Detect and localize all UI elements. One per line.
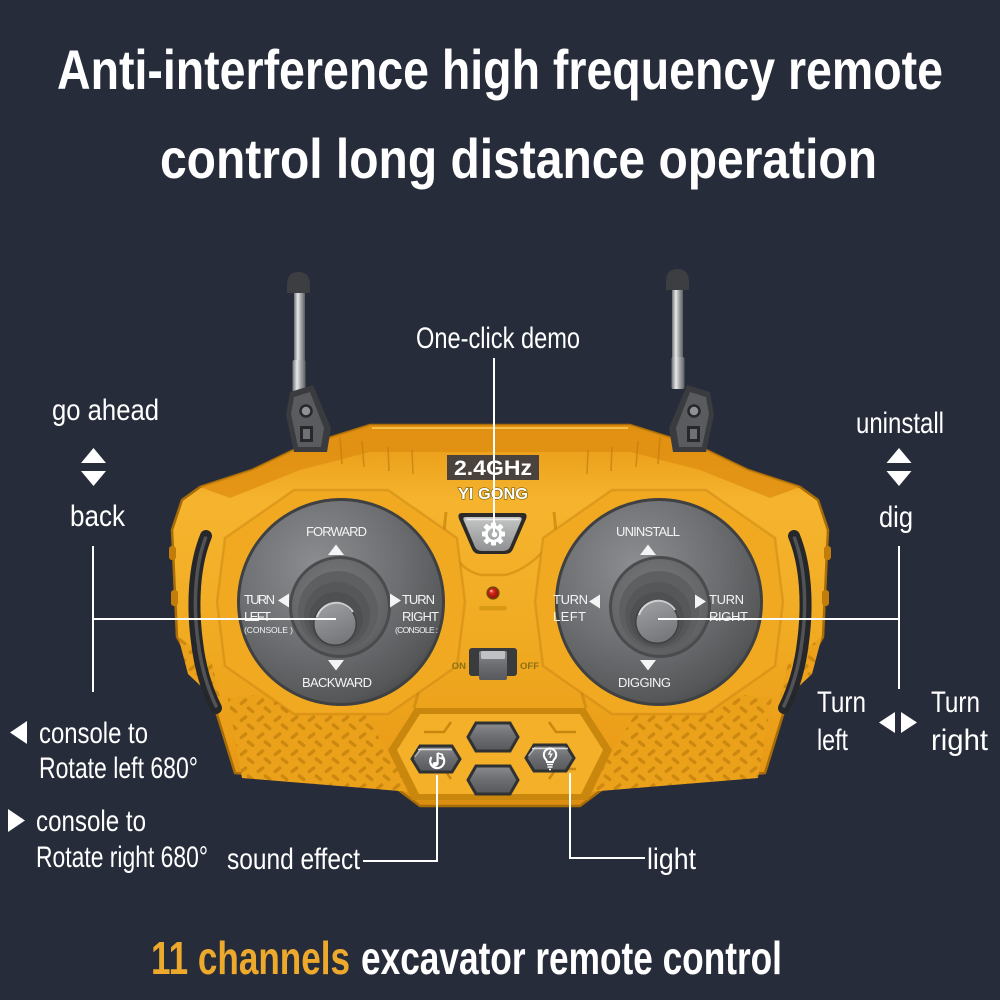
svg-text:RIGHT: RIGHT — [402, 609, 439, 624]
svg-text:TURN: TURN — [553, 592, 588, 607]
svg-text:RIGHT: RIGHT — [709, 609, 748, 624]
svg-text:(CONSOLE :: (CONSOLE : — [395, 625, 438, 635]
svg-text:ON: ON — [452, 661, 466, 672]
svg-text:OFF: OFF — [520, 661, 539, 672]
svg-text:(CONSOLE ): (CONSOLE ) — [244, 625, 293, 635]
svg-text:FORWARD: FORWARD — [306, 524, 367, 539]
svg-text:TURN: TURN — [244, 592, 275, 607]
svg-text:DIGGING: DIGGING — [618, 675, 671, 690]
svg-text:TURN: TURN — [402, 592, 435, 607]
svg-text:LEFT: LEFT — [244, 609, 271, 624]
svg-text:UNINSTALL: UNINSTALL — [616, 524, 680, 539]
svg-text:LEFT: LEFT — [553, 609, 586, 624]
svg-text:BACKWARD: BACKWARD — [302, 675, 372, 690]
svg-text:TURN: TURN — [709, 592, 744, 607]
